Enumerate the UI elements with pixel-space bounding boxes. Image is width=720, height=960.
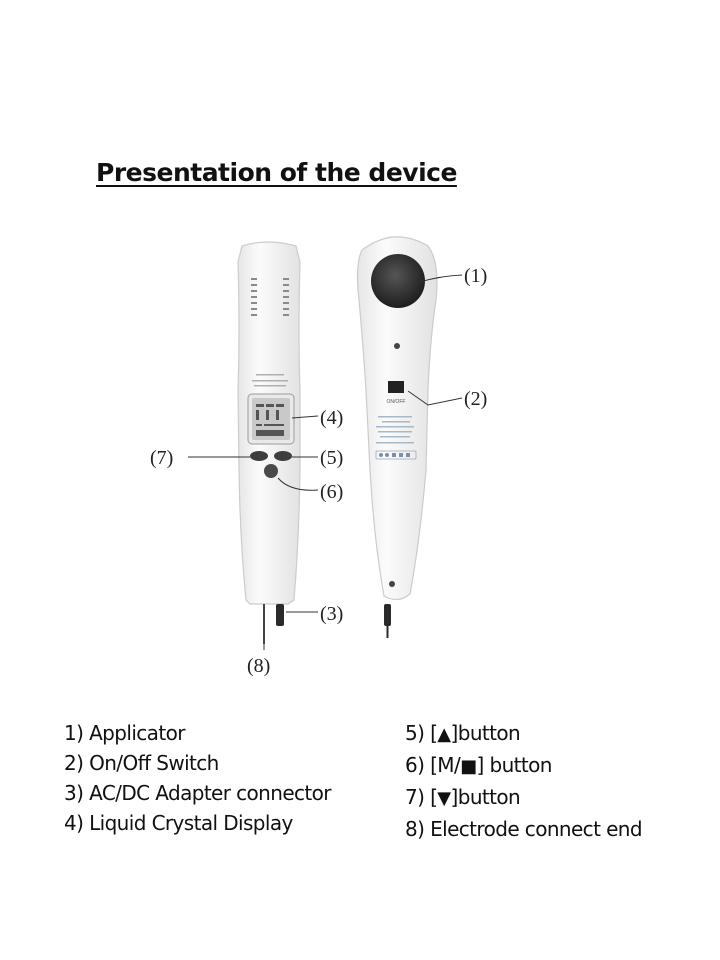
device-back-body [356, 236, 438, 601]
device-front-view [237, 241, 301, 644]
callout-8: (8) [247, 655, 270, 677]
legend-text: 8) Electrode connect end [405, 817, 643, 841]
legend-text: ]button [450, 785, 521, 809]
legend-item-adapter: 3) AC/DC Adapter connector [64, 781, 332, 805]
certification-marks [375, 450, 417, 460]
callout-4: (4) [320, 407, 343, 429]
legend-text: 5) [ [405, 721, 438, 745]
page-title: Presentation of the device [96, 158, 457, 187]
lcd-display [247, 393, 295, 445]
callout-3: (3) [320, 603, 343, 625]
callout-7: (7) [150, 447, 173, 469]
legend-text: ]button [450, 721, 521, 745]
legend-item-applicator: 1) Applicator [64, 721, 185, 745]
legend-text: 7) [ [405, 785, 438, 809]
legend-right: 5) [▲]button 6) [M/■] button 7) [▼]butto… [405, 718, 643, 844]
callout-2: (2) [464, 388, 487, 410]
mode-button [264, 464, 278, 478]
back-screw-hole [394, 343, 400, 349]
stop-square-icon: ■ [460, 756, 477, 777]
legend-item-lcd: 4) Liquid Crystal Display [64, 811, 293, 835]
legend-item-mode-button: 6) [M/■] button [405, 750, 642, 782]
device-back-view: ON/OFF [356, 236, 438, 638]
legend-item-switch: 2) On/Off Switch [64, 751, 219, 775]
legend-text: 6) [M/ [405, 753, 461, 777]
on-off-switch [388, 381, 404, 393]
leader-lines [188, 274, 463, 650]
up-triangle-icon: ▲ [437, 724, 451, 745]
down-triangle-icon: ▼ [437, 788, 451, 809]
callout-5: (5) [320, 447, 343, 469]
applicator-head [371, 254, 425, 308]
callout-6: (6) [320, 481, 343, 503]
back-cable [386, 626, 389, 638]
back-printed-text [376, 416, 414, 444]
vent-slots [251, 278, 289, 316]
legend-item-down-button: 7) [▼]button [405, 782, 642, 814]
legend-item-electrode: 8) Electrode connect end [405, 814, 643, 844]
bottom-port [389, 581, 395, 587]
front-printed-text [252, 374, 288, 387]
switch-label: ON/OFF [387, 399, 406, 405]
legend-text: ] button [476, 753, 553, 777]
back-cable-plug [384, 604, 391, 626]
up-button [274, 451, 292, 461]
electrode-end [263, 604, 265, 644]
legend-left: 1) Applicator 2) On/Off Switch 3) AC/DC … [64, 718, 332, 838]
down-button [250, 451, 268, 461]
adapter-connector [276, 604, 284, 626]
legend-item-up-button: 5) [▲]button [405, 718, 642, 750]
callout-1: (1) [464, 265, 487, 287]
